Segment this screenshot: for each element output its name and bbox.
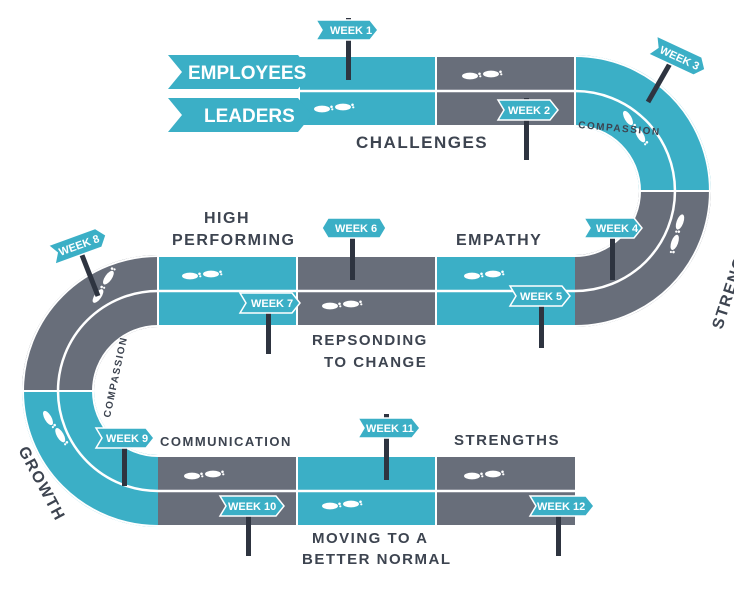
signpost-week-10: WEEK 10 — [218, 495, 285, 556]
signpost-week-9: WEEK 9 — [94, 427, 155, 486]
leaders-label: LEADERS — [204, 106, 295, 127]
to-change-label: TO CHANGE — [324, 354, 427, 371]
week-12-label: WEEK 12 — [537, 501, 585, 513]
employees-banner: EMPLOYEES — [168, 55, 312, 89]
signpost-week-6: WEEK 6 — [321, 217, 387, 280]
challenges-label: CHALLENGES — [356, 133, 488, 152]
week-1-label: WEEK 1 — [330, 25, 372, 37]
signpost-week-2: WEEK 2 — [496, 98, 559, 160]
better-normal-label: BETTER NORMAL — [302, 551, 452, 568]
week-4-label: WEEK 4 — [596, 223, 639, 235]
communication-label: COMMUNICATION — [160, 434, 292, 449]
week-2-label: WEEK 2 — [508, 105, 550, 117]
signpost-week-5: WEEK 5 — [508, 285, 571, 348]
strengths-curve-label: STRENGTHS — [710, 219, 734, 331]
responding-label: REPSONDING — [312, 332, 428, 349]
week-6-label: WEEK 6 — [335, 223, 377, 235]
signpost-week-1: WEEK 1 — [314, 18, 379, 80]
high-label: HIGH — [204, 210, 250, 227]
signpost-week-12: WEEK 12 — [528, 495, 595, 556]
week-11-label: WEEK 11 — [366, 423, 414, 435]
signpost-week-7: WEEK 7 — [238, 292, 301, 354]
signpost-week-11: WEEK 11 — [356, 414, 421, 480]
moving-label: MOVING TO A — [312, 530, 429, 547]
week-9-label: WEEK 9 — [106, 433, 148, 445]
strengths-bottom-label: STRENGTHS — [454, 432, 560, 449]
week-7-label: WEEK 7 — [251, 298, 293, 310]
road-curve-right — [574, 55, 711, 327]
road-curve-left — [22, 255, 159, 527]
road-segment-middle — [158, 255, 575, 327]
leaders-banner: LEADERS — [168, 98, 312, 132]
road-segment-bottom — [158, 455, 575, 527]
empathy-label: EMPATHY — [456, 232, 542, 249]
week-10-label: WEEK 10 — [228, 501, 276, 513]
employees-label: EMPLOYEES — [188, 63, 306, 84]
week-5-label: WEEK 5 — [520, 291, 562, 303]
performing-label: PERFORMING — [172, 232, 295, 249]
road-segment-top — [300, 55, 575, 127]
signpost-week-4: WEEK 4 — [582, 217, 643, 280]
